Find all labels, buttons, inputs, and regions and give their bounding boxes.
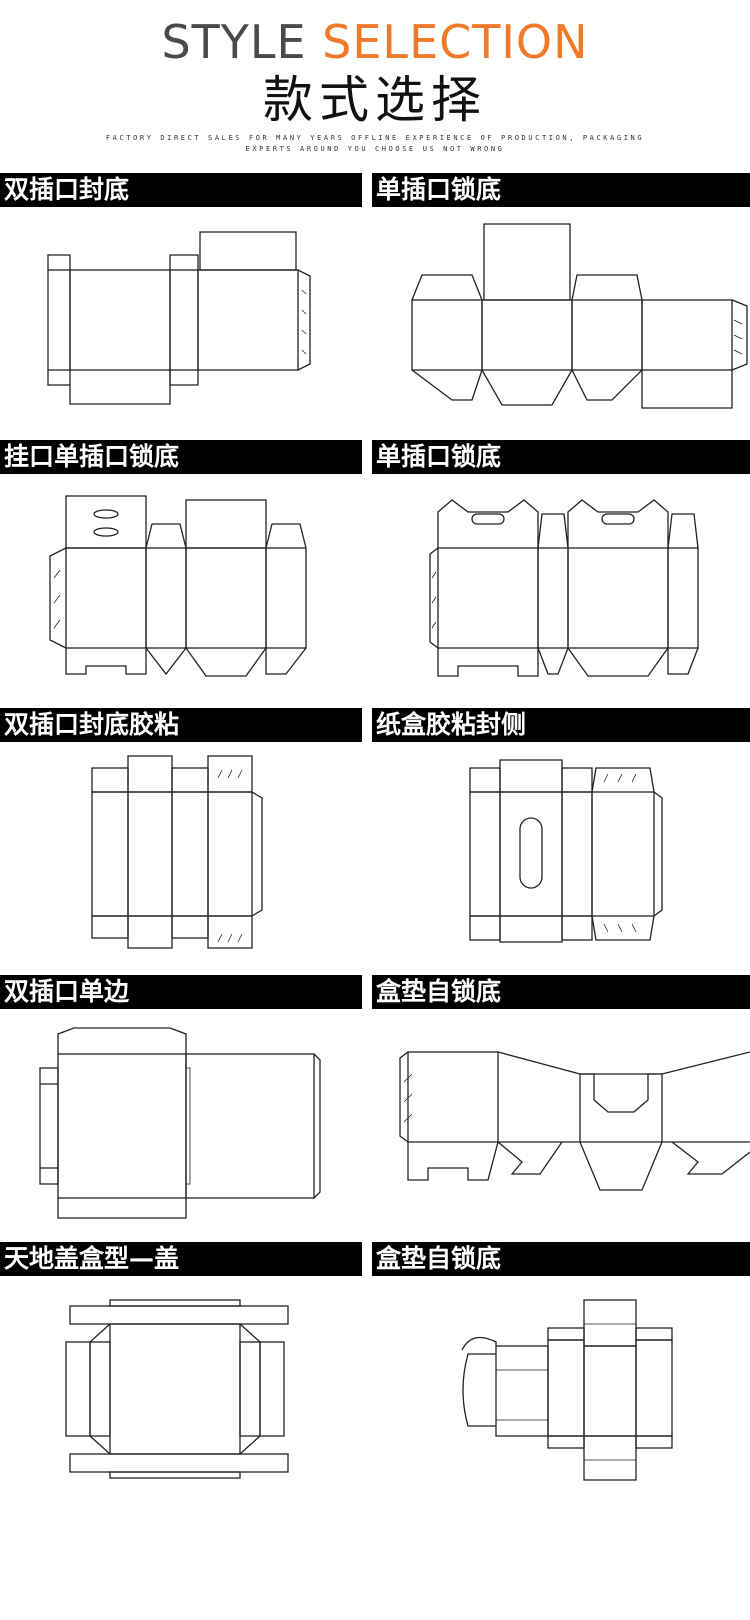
style-label-8: 盒垫自锁底 [372, 975, 750, 1009]
dieline-diagram-11 [461, 1299, 673, 1481]
dieline-diagram-1 [47, 231, 311, 405]
subtitle-line-2: EXPERTS AROUND YOU CHOOSE US NOT WRONG [245, 145, 505, 153]
title-word-style: STYLE [161, 15, 307, 69]
style-label-5: 双插口封底胶粘 [0, 708, 362, 742]
dieline-diagram-7 [469, 759, 663, 943]
subtitle-line-1: FACTORY DIRECT SALES FOR MANY YEARS OFFL… [105, 134, 645, 142]
dieline-diagram-3 [49, 495, 307, 677]
style-label-9: 天地盖盒型—盖 [0, 1242, 362, 1276]
dieline-diagram-2 [411, 223, 748, 409]
style-label-10: 盒垫自锁底 [372, 1242, 750, 1276]
dieline-diagram-9 [399, 1051, 750, 1191]
style-label-2: 单插口锁底 [372, 173, 750, 207]
style-label-6: 纸盒胶粘封侧 [372, 708, 750, 742]
title-word-selection: SELECTION [322, 15, 589, 69]
style-label-1: 双插口封底 [0, 173, 362, 207]
title-english: STYLE SELECTION [0, 14, 750, 70]
dieline-diagram-10 [65, 1299, 289, 1479]
style-label-3: 挂口单插口锁底 [0, 440, 362, 474]
dieline-diagram-8 [39, 1027, 321, 1219]
title-chinese: 款式选择 [263, 71, 487, 129]
dieline-diagram-4 [429, 499, 699, 677]
style-label-4: 单插口锁底 [372, 440, 750, 474]
style-label-7: 双插口单边 [0, 975, 362, 1009]
dieline-diagram-6 [91, 755, 263, 949]
page-header: STYLE SELECTION 款式选择 FACTORY DIRECT SALE… [0, 0, 750, 170]
